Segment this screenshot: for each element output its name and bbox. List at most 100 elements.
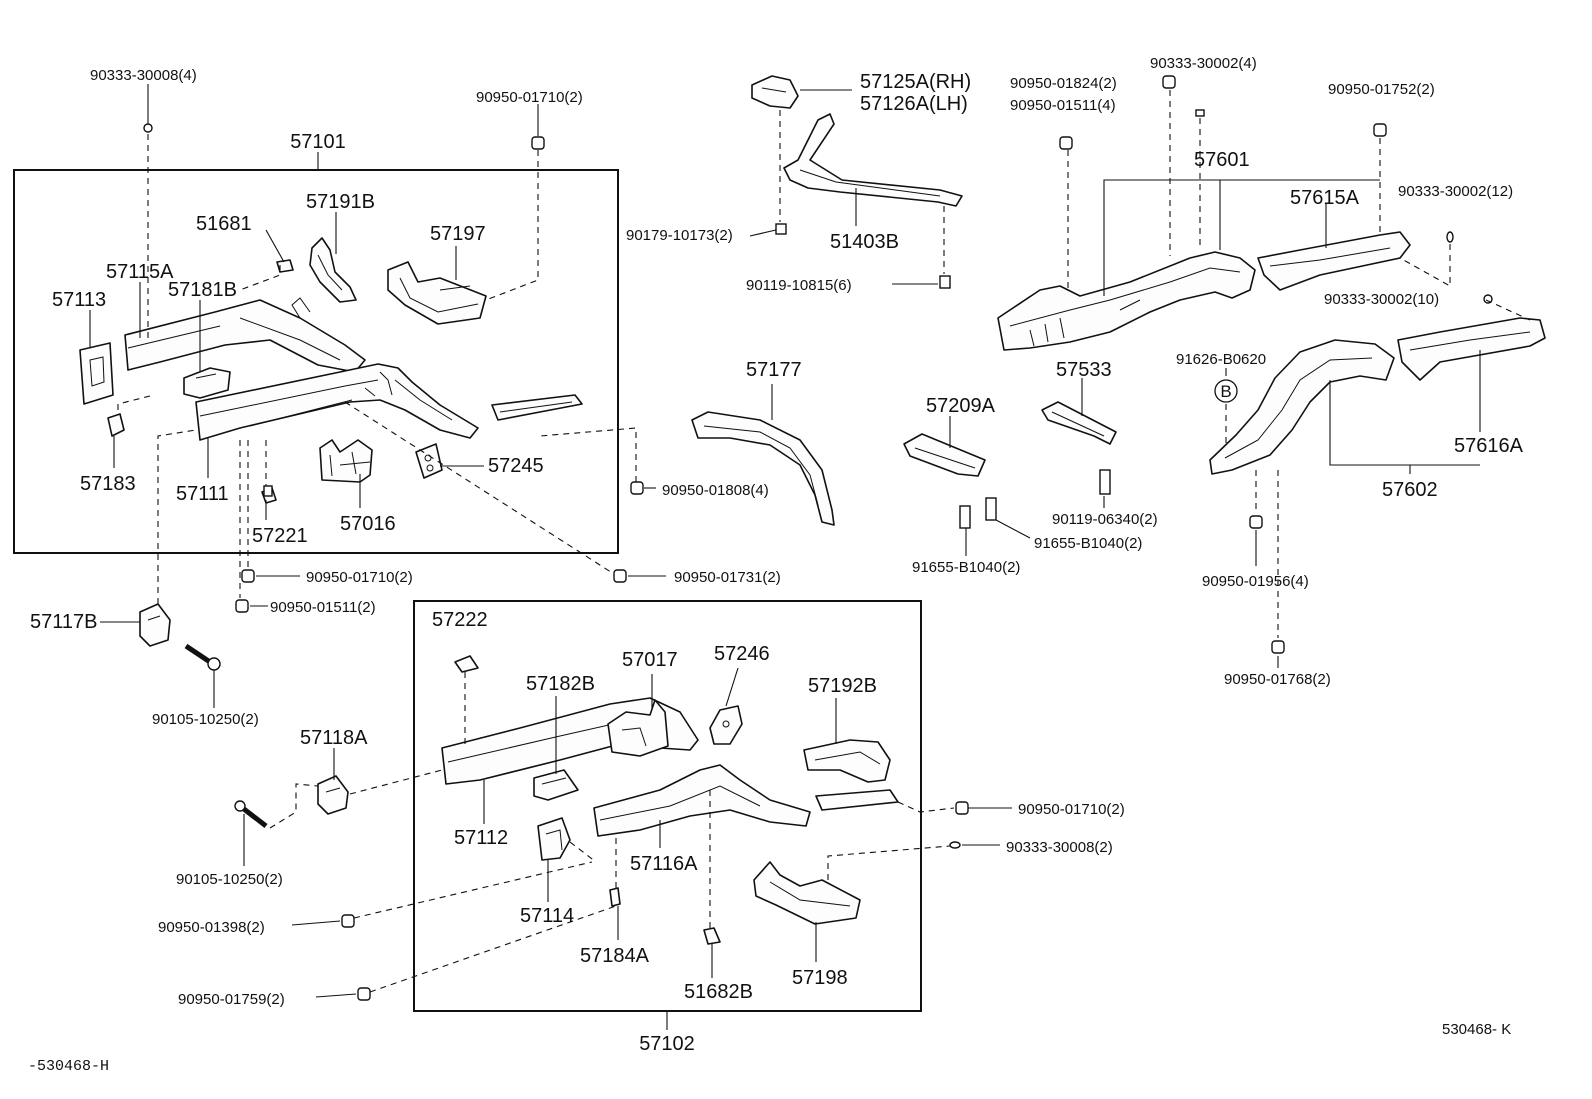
- label-57245: 57245: [488, 455, 544, 477]
- label-f9: 90333-30002(12): [1398, 183, 1513, 200]
- label-57183: 57183: [80, 473, 136, 495]
- bolt-90105-10250-lower-shape: [234, 800, 268, 828]
- label-57192B: 57192B: [808, 675, 877, 697]
- part-57117B-shape: [139, 603, 171, 647]
- label-f11: 90950-01808(4): [662, 482, 769, 499]
- footer-code: -530468-H: [28, 1058, 109, 1075]
- fastener-labels: 90333-30008(4) 90950-01710(2) 90179-1017…: [90, 55, 1513, 1008]
- label-57184A: 57184A: [580, 945, 650, 967]
- bolt-90105-10250-upper-shape: [184, 643, 221, 671]
- part-57118A-shape: [317, 775, 349, 815]
- label-57125A: 57125A(RH): [860, 71, 971, 93]
- label-f24: 90950-01710(2): [1018, 801, 1125, 818]
- part-57601-shape: [997, 251, 1256, 351]
- label-f7: 90333-30002(4): [1150, 55, 1257, 72]
- label-f15: 90950-01956(4): [1202, 573, 1309, 590]
- label-57616A: 57616A: [1454, 435, 1524, 457]
- label-f13: 91655-B1040(2): [912, 559, 1020, 576]
- part-57209A-shape: [903, 433, 986, 477]
- label-57113: 57113: [52, 289, 106, 311]
- part-57111-extension-shape: [491, 394, 583, 421]
- part-57114-shape: [537, 817, 571, 861]
- label-f5: 90950-01824(2): [1010, 75, 1117, 92]
- label-57117B: 57117B: [30, 611, 97, 633]
- part-57183-shape: [107, 413, 125, 437]
- part-51403B-shape: [783, 113, 963, 207]
- label-f2: 90950-01710(2): [476, 89, 583, 106]
- label-57221: 57221: [252, 525, 308, 547]
- label-57181B: 57181B: [168, 279, 237, 301]
- label-51682B: 51682B: [684, 981, 753, 1003]
- label-57177: 57177: [746, 359, 802, 381]
- label-57116A: 57116A: [630, 853, 698, 875]
- label-57198: 57198: [792, 967, 848, 989]
- label-57209A: 57209A: [926, 395, 996, 417]
- label-57126A: 57126A(LH): [860, 93, 968, 115]
- part-51682B-shape: [703, 927, 721, 945]
- label-f10: 90333-30002(10): [1324, 291, 1439, 308]
- part-57197-shape: [387, 261, 487, 325]
- label-57182B: 57182B: [526, 673, 595, 695]
- label-57017: 57017: [622, 649, 678, 671]
- part-57116A-extension-shape: [815, 789, 899, 811]
- group-label-57102: 57102: [639, 1033, 695, 1055]
- label-57601: 57601: [1194, 149, 1250, 171]
- label-57197: 57197: [430, 223, 486, 245]
- part-57116A-shape: [593, 764, 811, 837]
- reference-circle-B-label: B: [1220, 382, 1231, 401]
- label-57112: 57112: [454, 827, 508, 849]
- label-f20: 90105-10250(2): [152, 711, 259, 728]
- label-f22: 90950-01398(2): [158, 919, 265, 936]
- part-57125A-shape: [751, 75, 799, 109]
- label-57118A: 57118A: [300, 727, 368, 749]
- label-f21: 90105-10250(2): [176, 871, 283, 888]
- label-57615A: 57615A: [1290, 187, 1360, 209]
- part-57192B-shape: [803, 739, 891, 783]
- label-57115A: 57115A: [106, 261, 174, 283]
- part-57184A-shape: [609, 887, 621, 907]
- label-57533: 57533: [1056, 359, 1112, 381]
- part-labels: 57113 57115A 51681 57191B 57197 57181B 5…: [30, 71, 1524, 1003]
- part-57616A-shape: [1397, 317, 1546, 381]
- part-57246-shape: [709, 705, 743, 745]
- label-51681: 51681: [196, 213, 252, 235]
- label-f25: 90333-30008(2): [1006, 839, 1113, 856]
- part-57533-shape: [1041, 401, 1117, 445]
- part-57113-shape: [79, 342, 114, 405]
- label-57222: 57222: [432, 609, 488, 631]
- group-box-57101: [13, 169, 619, 554]
- part-57115A-shape: [124, 297, 366, 373]
- part-57182B-shape: [533, 769, 579, 801]
- label-f1: 90333-30008(4): [90, 67, 197, 84]
- part-57602-shape: [1209, 339, 1395, 475]
- part-57017-shape: [607, 699, 669, 757]
- label-f8: 90950-01752(2): [1328, 81, 1435, 98]
- part-57615A-shape: [1257, 231, 1411, 291]
- part-57181B-shape: [183, 367, 231, 399]
- label-51403B: 51403B: [830, 231, 899, 253]
- label-57246: 57246: [714, 643, 770, 665]
- part-57245-shape: [415, 443, 443, 479]
- label-f19: 90950-01511(2): [270, 599, 376, 616]
- part-57198-shape: [753, 861, 861, 925]
- part-57177-shape: [691, 411, 835, 526]
- reference-circle-B: [1214, 379, 1238, 403]
- label-f3: 90179-10173(2): [626, 227, 733, 244]
- part-57111-shape: [195, 363, 479, 441]
- label-f6: 90950-01511(4): [1010, 97, 1116, 114]
- label-57114: 57114: [520, 905, 574, 927]
- label-57602: 57602: [1382, 479, 1438, 501]
- label-57111: 57111: [176, 483, 229, 505]
- fastener-glyphs: [143, 75, 1493, 1001]
- part-57222-shape: [454, 655, 479, 673]
- group-label-57101: 57101: [290, 131, 346, 153]
- label-f18: 90950-01731(2): [674, 569, 781, 586]
- label-57016: 57016: [340, 513, 396, 535]
- label-f4: 90119-10815(6): [746, 277, 852, 294]
- leader-lines: [89, 84, 1481, 998]
- part-57191B-shape: [309, 237, 357, 303]
- part-57016-shape: [319, 439, 373, 483]
- label-f16: 90950-01768(2): [1224, 671, 1331, 688]
- label-91626-B0620: 91626-B0620: [1176, 351, 1266, 368]
